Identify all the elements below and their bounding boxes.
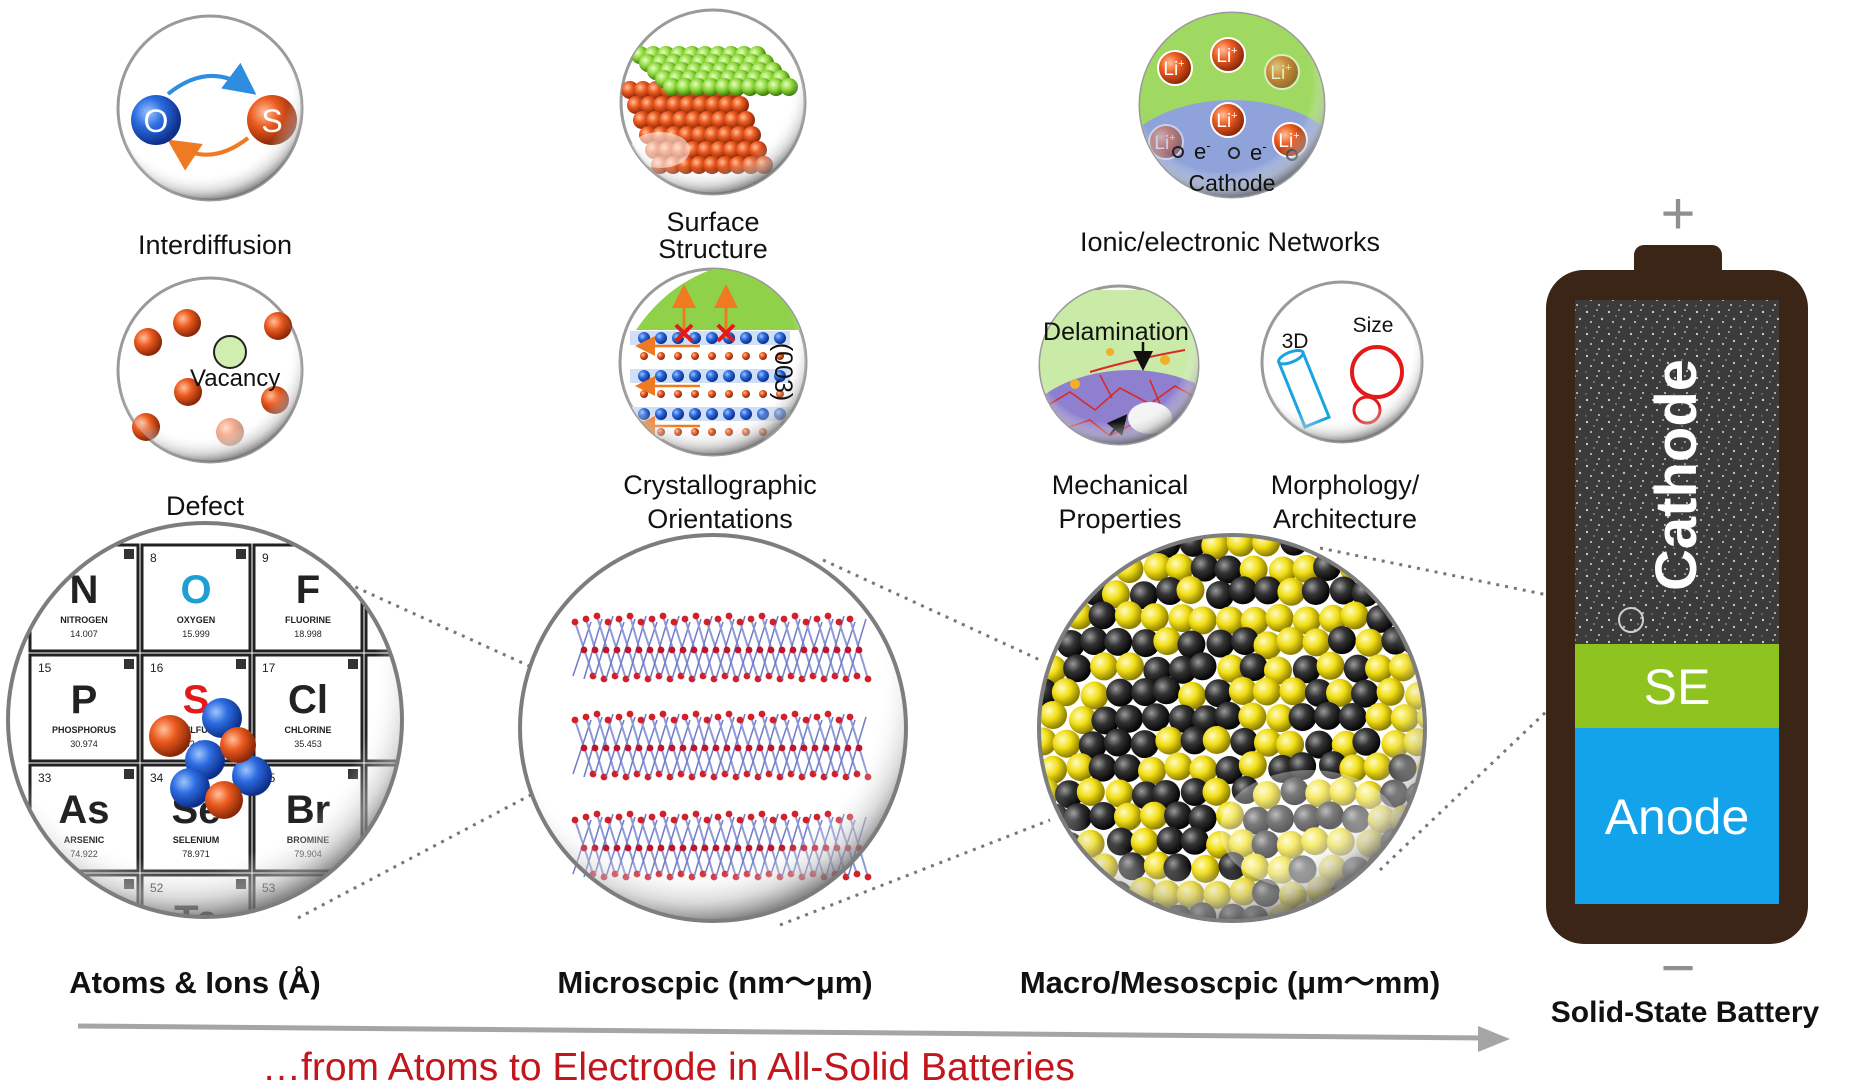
macro-scale-label: Macro/Mesoscpic (μm～mm) xyxy=(1019,965,1441,1000)
interdiffusion-label: Interdiffusion xyxy=(137,230,293,260)
defect-label: Defect xyxy=(165,491,245,521)
macro-bubble xyxy=(1037,533,1427,923)
interdiffusion-bubble xyxy=(116,14,304,202)
svg-text:51: 51 xyxy=(38,881,52,895)
svg-text:7: 7 xyxy=(38,551,45,565)
networks-bubble: Li+Li+Li+Li+Li+Li+e-e- xyxy=(1138,11,1326,199)
crystallographic-bubble: ✕ ✕ xyxy=(618,267,808,457)
defect-bubble xyxy=(116,276,304,464)
morphology-label-line2: Architecture xyxy=(1272,504,1418,534)
battery-plus-label: + xyxy=(1660,180,1696,247)
cathode-layer xyxy=(1575,300,1779,644)
morphology-label-line1: Morphology/ xyxy=(1270,470,1420,500)
sulfur-atom-letter: S xyxy=(261,103,282,139)
plane-003-label: (003) xyxy=(769,342,797,402)
vacancy-label: Vacancy xyxy=(190,365,281,392)
periodic-table-bubble: 7NNITROGEN14.0078OOXYGEN15.9999FFLUORINE… xyxy=(6,521,404,955)
oxygen-atom-letter: O xyxy=(144,103,169,139)
label-size: Size xyxy=(1352,314,1394,337)
svg-text:IODINE: IODINE xyxy=(292,945,323,955)
crystallographic-label-line2: Orientations xyxy=(647,504,793,534)
zoom-connectors xyxy=(297,546,1636,927)
atoms-scale-label: Atoms & Ions (Å) xyxy=(69,965,321,1000)
mechanical-label-line1: Mechanical xyxy=(1051,470,1189,500)
micro-scale-label: Microscpic (nm～μm) xyxy=(557,965,873,1000)
battery-cathode-label: Cathode xyxy=(1644,359,1709,591)
networks-label: Ionic/electronic Networks xyxy=(1079,227,1381,257)
mechanical-label-line2: Properties xyxy=(1058,504,1182,534)
svg-text:I: I xyxy=(302,898,313,942)
svg-text:TELLURIUM: TELLURIUM xyxy=(170,945,222,955)
label-3d: 3D xyxy=(1281,330,1309,353)
surface-label-line2: Structure xyxy=(658,234,768,264)
morphology-bubble xyxy=(1260,280,1424,444)
battery-anode-label: Anode xyxy=(1604,789,1750,845)
crystallographic-label-line1: Crystallographic xyxy=(623,470,817,500)
battery-minus-label: − xyxy=(1660,934,1696,1001)
battery-icon xyxy=(1546,245,1808,944)
cathode-bubble-label: Cathode xyxy=(1188,170,1276,196)
svg-text:Sb: Sb xyxy=(58,898,109,942)
battery-se-label: SE xyxy=(1643,659,1711,715)
zoom-spot-icon xyxy=(1618,607,1644,633)
scale-arrow xyxy=(77,1023,1510,1052)
anode-layer xyxy=(1575,728,1779,904)
surface-label-line1: Surface xyxy=(666,207,760,237)
se-layer xyxy=(1575,644,1779,728)
microscopic-bubble xyxy=(518,533,908,923)
battery-label: Solid-State Battery xyxy=(1550,996,1820,1029)
svg-text:ANTIMONY: ANTIMONY xyxy=(60,945,108,955)
tagline: …from Atoms to Electrode in All-Solid Ba… xyxy=(262,1046,1075,1089)
delamination-label: Delamination xyxy=(1043,318,1189,346)
surface-bubble xyxy=(619,8,807,196)
